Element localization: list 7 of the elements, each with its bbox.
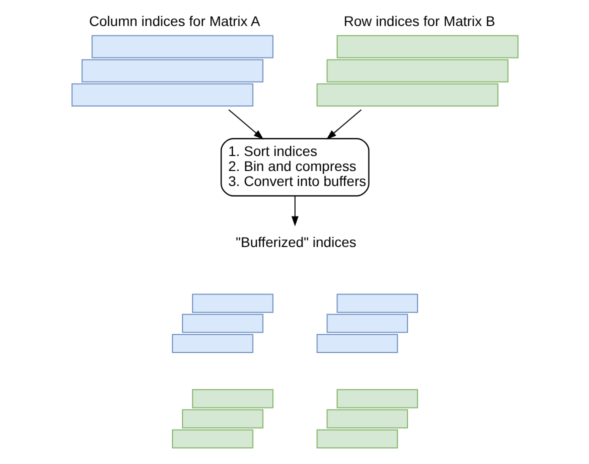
arrow [290,196,298,226]
node-box: 1. Sort indices 2. Bin and compress 3. Convert into buffers [220,138,369,196]
arrow [326,109,362,140]
node-label: Column indices for Matrix A [88,12,260,29]
node-label: Row indices for Matrix B [343,12,495,29]
arrow [228,109,264,140]
node-text: "Bufferized" indices [235,234,356,250]
